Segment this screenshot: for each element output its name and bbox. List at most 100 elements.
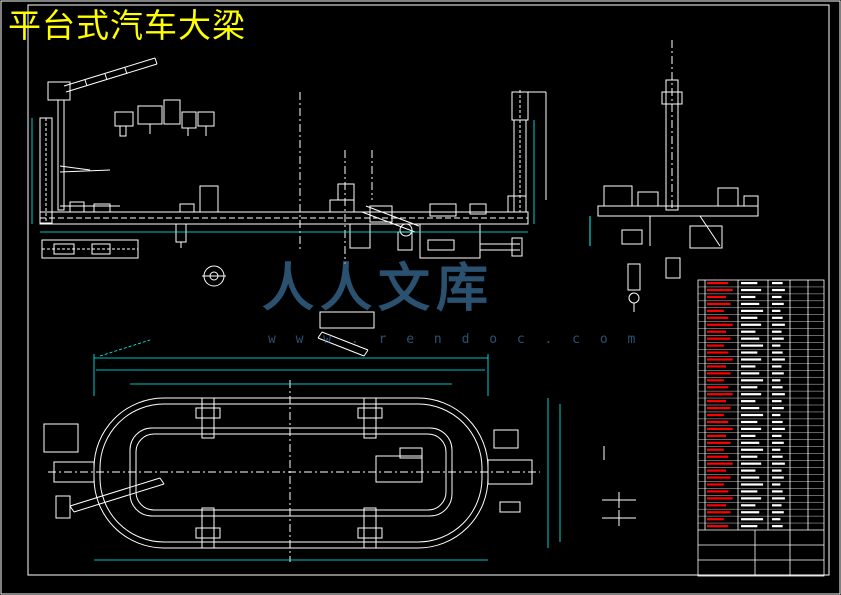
parts-list-cell-mark (741, 372, 760, 375)
parts-list-cell-mark (707, 518, 724, 521)
front-dimension-lines (31, 118, 535, 233)
parts-list-cell-mark (741, 490, 758, 493)
parts-list-cell-mark (707, 476, 731, 479)
parts-list-cell-mark (741, 420, 758, 424)
parts-list-cell-mark (772, 379, 781, 382)
parts-list-cell-mark (707, 295, 727, 299)
parts-list-cell-mark (772, 407, 784, 410)
parts-list-cell-mark (707, 379, 724, 382)
parts-list-cell-mark (707, 525, 729, 528)
parts-list-cell-mark (772, 316, 783, 319)
parts-list-cell-mark (772, 490, 783, 493)
parts-list-cell-mark (772, 525, 783, 528)
parts-list-cell-mark (772, 295, 782, 299)
parts-list-cell-mark (707, 434, 727, 437)
parts-list-cell-mark (707, 420, 729, 424)
parts-list-cell-mark (741, 316, 758, 319)
parts-list-cell-mark (707, 323, 733, 326)
plan-view (43, 380, 540, 562)
parts-list-cell-mark (772, 455, 783, 458)
parts-list-cell-mark (707, 337, 731, 340)
parts-list-cell-mark (772, 518, 781, 521)
parts-list-cell-mark (772, 344, 781, 347)
parts-list-cell-mark (772, 413, 781, 417)
parts-list-cell-mark (772, 351, 783, 354)
parts-list-cell-mark (741, 497, 762, 500)
parts-list-cell-mark (707, 448, 724, 451)
parts-list-cell-mark (772, 282, 783, 285)
parts-list-cell-mark (772, 441, 784, 444)
parts-list-cell-mark (707, 497, 733, 500)
parts-list-cell-mark (772, 288, 785, 292)
parts-list-cell-mark (707, 400, 727, 403)
parts-list-cell-mark (707, 483, 724, 486)
parts-list-cell-mark (772, 511, 784, 514)
parts-list-cell-mark (741, 483, 764, 486)
parts-list-cell-mark (772, 323, 785, 326)
section-markers (602, 446, 636, 526)
parts-list-cell-mark (707, 455, 729, 458)
parts-list-cell-mark (741, 511, 760, 514)
parts-list-cell-mark (772, 358, 785, 361)
parts-list-cell-mark (707, 309, 724, 312)
parts-list-cell-mark (741, 309, 764, 312)
parts-list-cell-mark (741, 386, 758, 389)
parts-list-cell-mark (772, 337, 784, 340)
drawing-title: 平台式汽车大梁 (8, 6, 246, 45)
parts-list-cell-mark (707, 282, 729, 285)
parts-list-cell-mark (772, 365, 782, 368)
parts-list-cell-mark (741, 295, 756, 299)
parts-list-cell-mark (707, 469, 727, 472)
parts-list-cell-mark (741, 434, 756, 437)
parts-list-cells (707, 282, 785, 528)
parts-list-cell-mark (772, 504, 782, 507)
parts-list-cell-mark (707, 365, 727, 368)
parts-list-cell-mark (741, 337, 760, 340)
parts-list-cell-mark (772, 469, 782, 472)
parts-list-cell-mark (707, 358, 733, 361)
parts-list-cell-mark (707, 288, 733, 292)
parts-list-cell-mark (741, 441, 760, 444)
parts-list-cell-mark (707, 386, 729, 389)
parts-list-cell-mark (707, 504, 727, 507)
parts-list-cell-mark (741, 462, 762, 465)
plan-dimension-lines (93, 339, 561, 561)
parts-list-cell-mark (772, 372, 784, 375)
parts-list-cell-mark (772, 448, 781, 451)
parts-list-cell-mark (707, 511, 731, 514)
parts-list-cell-mark (772, 427, 785, 431)
parts-list-cell-mark (707, 407, 731, 410)
parts-list-cell-mark (772, 462, 785, 465)
parts-list-cell-mark (741, 455, 758, 458)
parts-list-cell-mark (741, 504, 756, 507)
parts-list-cell-mark (707, 330, 727, 333)
parts-list-rows (698, 286, 824, 524)
parts-list-cell-mark (707, 413, 724, 417)
parts-list-cell-mark (741, 476, 760, 479)
parts-list-cell-mark (707, 372, 731, 375)
parts-list-cell-mark (741, 393, 762, 396)
parts-list-cell-mark (741, 302, 760, 306)
parts-list-cell-mark (772, 434, 782, 437)
watermark-logo-text: 人人文库 (262, 258, 495, 319)
parts-list-cell-mark (707, 344, 724, 347)
parts-list-cell-mark (741, 469, 756, 472)
parts-list-cell-mark (741, 400, 756, 403)
parts-list-cell-mark (772, 420, 783, 424)
parts-list-cell-mark (741, 525, 758, 528)
parts-list-cell-mark (707, 316, 729, 319)
sheet-inner-border (27, 4, 830, 576)
parts-list-cell-mark (741, 323, 762, 326)
parts-list-cell-mark (707, 462, 733, 465)
parts-list-cell-mark (772, 483, 781, 486)
parts-list-cell-mark (741, 365, 756, 368)
detail-fragments (202, 265, 375, 357)
parts-list-cell-mark (741, 427, 762, 431)
parts-list-cell-mark (772, 476, 784, 479)
parts-list-cell-mark (741, 288, 762, 292)
parts-list-cell-mark (741, 344, 764, 347)
parts-list-cell-mark (707, 393, 733, 396)
parts-list-cell-mark (772, 400, 782, 403)
parts-list-cell-mark (772, 386, 783, 389)
